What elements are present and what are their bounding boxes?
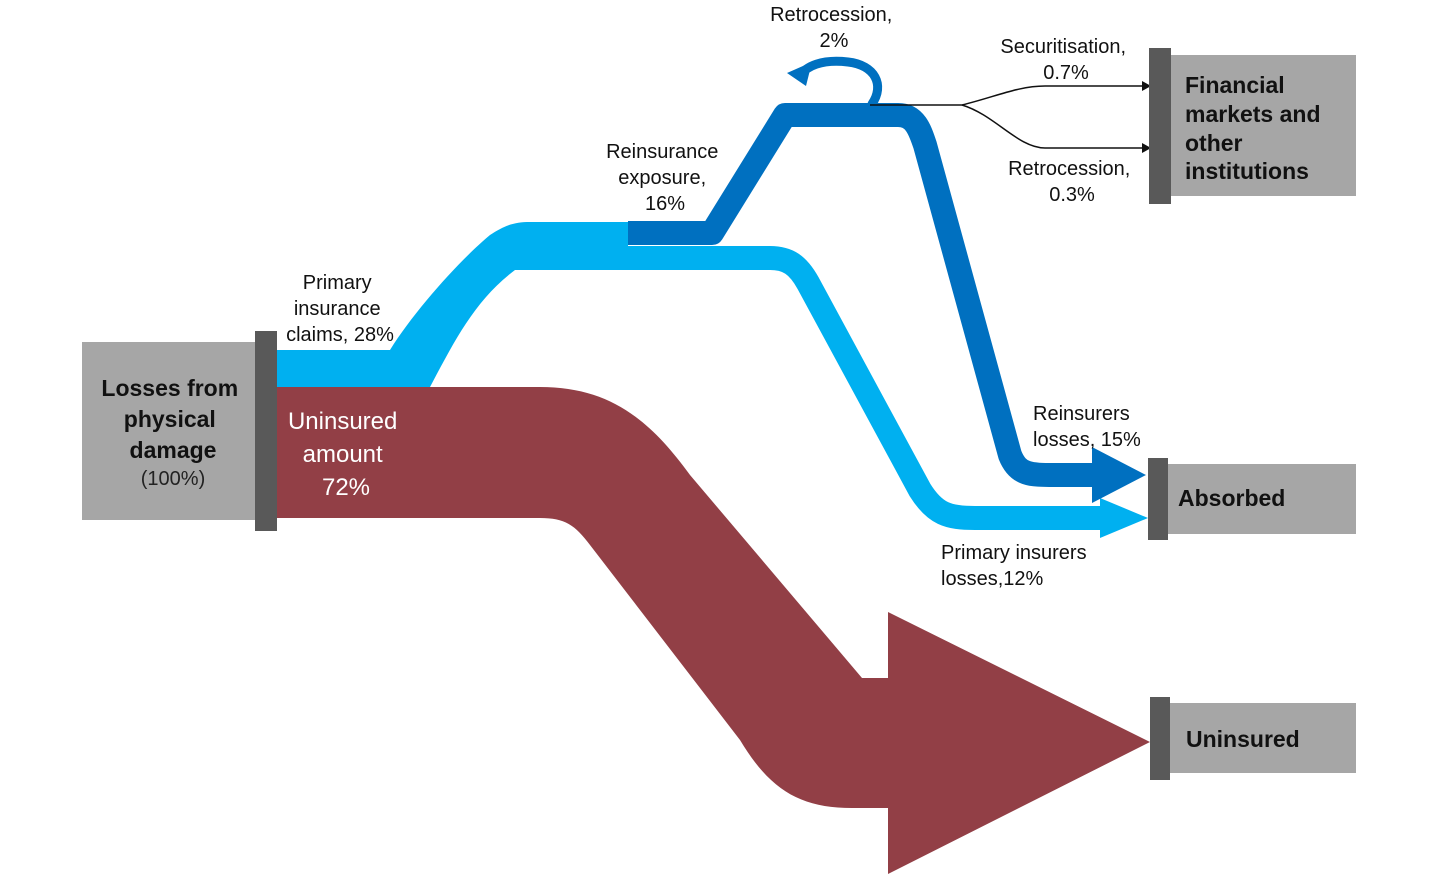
source-node-label: Losses from physical damage [101,375,244,463]
reinsurers-losses-arrowhead [1092,447,1146,503]
uninsured-amount-label: Uninsured amount 72% [288,408,404,501]
source-node-sub: (100%) [141,468,205,490]
source-node-bar [255,331,277,531]
securitisation-line [870,85,1142,106]
absorbed-node-bar [1148,458,1168,540]
retrocession-loop-label: Retrocession, 2% [770,4,898,52]
retrocession-out-label: Retrocession, 0.3% [1008,158,1136,206]
primary-claims-flow [276,222,628,387]
uninsured-node-box [1168,703,1356,773]
source-node-box [82,342,260,520]
financial-node-bar [1149,48,1171,204]
retrocession-loop-arrowhead [787,62,812,86]
uninsured-node-label: Uninsured [1186,726,1300,752]
retrocession-out-arrowhead [1142,143,1151,153]
financial-node-box [1168,55,1356,196]
primary-claims-label: Primary insurance claims, 28% [286,272,394,346]
reinsurance-flow [628,103,1100,487]
primary-insurers-losses-arrowhead [1100,498,1148,538]
reinsurance-exposure-label: Reinsurance exposure, 16% [606,141,724,215]
financial-node-label: Financial markets and other institutions [1185,72,1327,184]
securitisation-label: Securitisation, 0.7% [1000,36,1131,84]
reinsurers-losses-label: Reinsurers losses, 15% [1033,403,1141,451]
primary-insurers-losses-flow [628,246,1110,530]
absorbed-node-label: Absorbed [1178,485,1285,511]
uninsured-flow [276,387,1150,874]
securitisation-arrowhead [1142,81,1151,91]
retrocession-out-line [961,104,1142,149]
primary-insurers-losses-label: Primary insurers losses,12% [941,542,1092,590]
retrocession-loop-arrow [795,56,883,109]
uninsured-node-bar [1150,697,1170,780]
absorbed-node-box [1168,464,1356,534]
